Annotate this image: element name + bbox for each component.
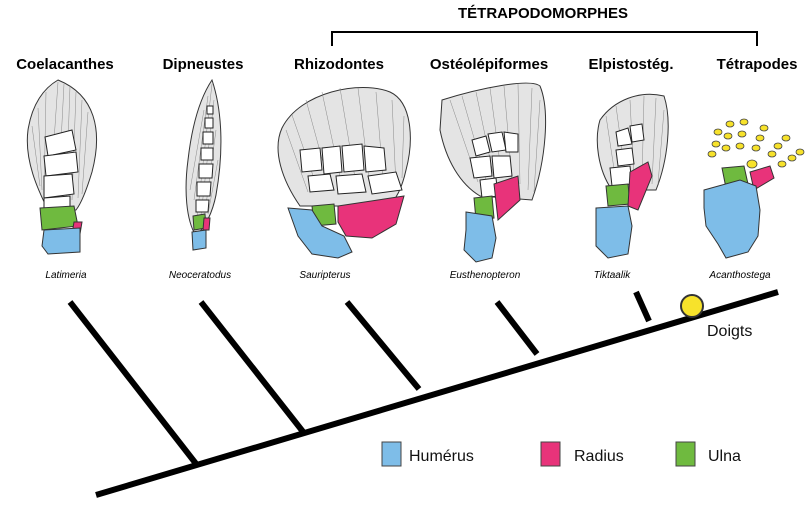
taxon-name-tetrapodes: Tétrapodes <box>717 56 798 73</box>
fin-eusthenopteron <box>440 83 546 262</box>
taxon-name-coelacanthes: Coelacanthes <box>16 56 114 73</box>
species-tiktaalik: Tiktaalik <box>594 270 632 281</box>
branch-osteolepiformes <box>497 302 537 354</box>
legend-swatch-radius <box>541 442 560 466</box>
digits <box>708 119 804 168</box>
tetrapodomorph-bracket: TÉTRAPODOMORPHES <box>332 5 757 46</box>
taxon-names: Coelacanthes Dipneustes Rhizodontes Osté… <box>16 56 797 73</box>
legend-label-ulna: Ulna <box>708 448 741 465</box>
legend: Humérus Radius Ulna <box>382 442 741 466</box>
species-eusthenopteron: Eusthenopteron <box>450 270 521 281</box>
fin-neoceratodus <box>186 80 221 250</box>
legend-label-humerus: Humérus <box>409 448 474 465</box>
branch-elpistostegaliens <box>636 292 649 321</box>
group-title: TÉTRAPODOMORPHES <box>458 5 628 22</box>
taxon-name-dipneustes: Dipneustes <box>163 56 244 73</box>
species-names: Latimeria Neoceratodus Sauripterus Eusth… <box>45 270 771 281</box>
taxon-name-rhizodontes: Rhizodontes <box>294 56 384 73</box>
branch-coelacanthes <box>70 302 197 465</box>
digits-node <box>681 295 703 317</box>
species-neoceratodus: Neoceratodus <box>169 270 231 281</box>
node-label-doigts: Doigts <box>707 323 752 340</box>
species-acanthostega: Acanthostega <box>708 270 771 281</box>
branch-dipneustes <box>201 302 304 433</box>
legend-swatch-humerus <box>382 442 401 466</box>
taxon-name-elpistostegaliens: Elpistostég. <box>588 56 673 73</box>
species-latimeria: Latimeria <box>45 270 87 281</box>
fin-sauripterus <box>278 88 410 259</box>
branch-rhizodontes <box>347 302 419 389</box>
legend-swatch-ulna <box>676 442 695 466</box>
limb-acanthostega <box>704 119 804 258</box>
fin-latimeria <box>27 80 96 254</box>
species-sauripterus: Sauripterus <box>299 270 350 281</box>
legend-label-radius: Radius <box>574 448 624 465</box>
taxon-name-osteolepiformes: Ostéolépiformes <box>430 56 548 73</box>
fin-tiktaalik <box>596 94 668 258</box>
